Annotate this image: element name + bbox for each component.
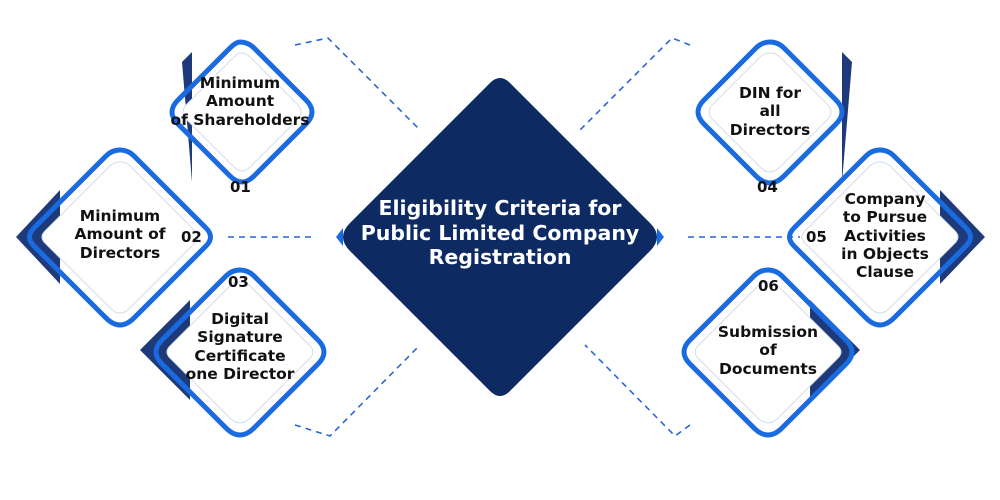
center-title: Eligibility Criteria for Public Limited … xyxy=(330,196,670,270)
center-title-line-2: Public Limited Company xyxy=(360,220,640,245)
node-03-line-1: Digital xyxy=(211,310,269,328)
connector-04 xyxy=(579,37,691,131)
node-06-line-3: Documents xyxy=(718,359,818,378)
connector-01 xyxy=(294,37,421,131)
node-01-line-2: Amount xyxy=(205,92,275,111)
node-04-line-2: all xyxy=(759,102,781,121)
node-04-line-1: DIN for xyxy=(738,84,802,102)
center-diamond xyxy=(336,78,664,396)
node-05-number: 05 xyxy=(806,228,827,246)
node-04-shape xyxy=(695,39,852,186)
node-05-line-3: Activities xyxy=(844,226,926,245)
node-06-line-2: of xyxy=(759,341,777,360)
node-03-shape xyxy=(140,267,327,438)
node-01-shape xyxy=(169,39,315,185)
node-03-line-2: Signature xyxy=(197,328,283,347)
node-04-label: DIN for all Directors xyxy=(710,84,830,139)
connectors xyxy=(228,37,800,438)
node-03-line-3: Certificate xyxy=(194,346,286,365)
node-05-line-5: Clause xyxy=(856,263,914,282)
node-02-label: Minimum Amount of Directors xyxy=(55,207,185,262)
node-06-line-1: Submission xyxy=(717,323,819,341)
node-02-number: 02 xyxy=(181,228,202,246)
connector-03 xyxy=(294,344,421,437)
node-02-line-3: Directors xyxy=(79,243,161,262)
node-02-line-2: Amount of xyxy=(74,225,166,244)
node-03-label: Digital Signature Certificate one Direct… xyxy=(170,310,310,383)
node-02-line-1: Minimum xyxy=(79,207,161,225)
node-05-line-2: to Pursue xyxy=(842,208,928,227)
node-04-number: 04 xyxy=(757,178,778,196)
node-02-shape xyxy=(16,147,213,328)
center-title-line-1: Eligibility Criteria for xyxy=(378,196,622,220)
node-03-number: 03 xyxy=(228,273,249,291)
node-01-line-1: Minimum xyxy=(199,74,281,92)
node-05-line-4: in Objects xyxy=(841,244,929,263)
node-06-number: 06 xyxy=(758,277,779,295)
center-title-line-3: Registration xyxy=(428,245,572,270)
node-05-line-1: Company xyxy=(844,190,926,208)
connector-06 xyxy=(584,344,691,438)
node-03-line-4: one Director xyxy=(185,364,295,383)
node-05-label: Company to Pursue Activities in Objects … xyxy=(830,190,940,281)
node-06-label: Submission of Documents xyxy=(703,323,833,378)
node-01-number: 01 xyxy=(230,178,251,196)
node-05-shape xyxy=(787,147,985,328)
node-01-label: Minimum Amount of Shareholders xyxy=(160,74,320,129)
node-06-shape xyxy=(681,267,860,438)
node-04-line-3: Directors xyxy=(729,120,811,139)
node-01-line-3: of Shareholders xyxy=(170,110,310,129)
